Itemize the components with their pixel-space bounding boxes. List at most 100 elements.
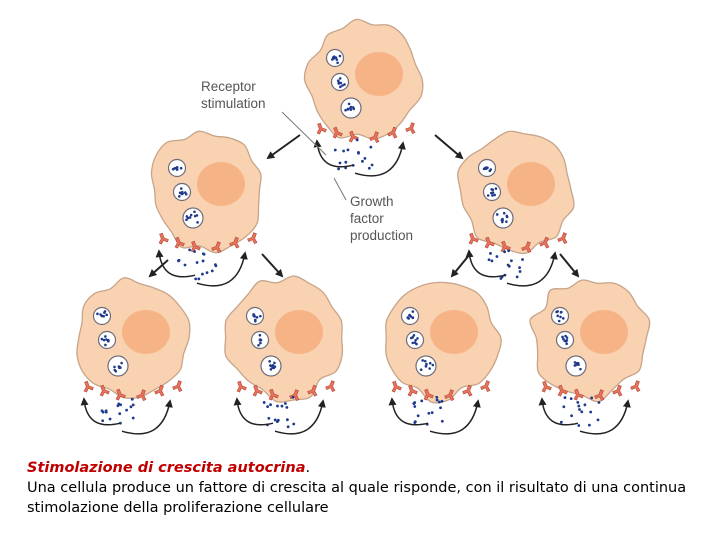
growth-factor-dot bbox=[487, 258, 491, 262]
receptor-icon bbox=[332, 126, 343, 139]
receptor-leader-line bbox=[281, 111, 327, 156]
cell-2a bbox=[150, 130, 262, 287]
growth-factor-dot bbox=[577, 404, 581, 408]
growth-factor-dot bbox=[521, 258, 524, 261]
cell-3d bbox=[529, 279, 651, 435]
growth-factor-dot bbox=[101, 419, 105, 423]
growth-factor-dot bbox=[342, 149, 346, 153]
division-arrow bbox=[261, 253, 284, 278]
receptor-icon bbox=[307, 384, 318, 397]
growth-factor-dot bbox=[118, 412, 122, 416]
growth-factor-dot bbox=[435, 395, 439, 399]
growth-factor-dot bbox=[506, 263, 510, 267]
growth-factor-dot bbox=[201, 272, 204, 276]
growth-factor-dot bbox=[101, 410, 105, 414]
caption-title-period: . bbox=[305, 460, 311, 476]
growth-factor-dot bbox=[188, 248, 191, 252]
growth-factor-dot bbox=[569, 397, 573, 400]
autocrine-arrow bbox=[429, 399, 481, 435]
growth-factor-dot bbox=[577, 424, 581, 427]
receptor-icon bbox=[557, 384, 568, 397]
receptor-icon bbox=[158, 232, 169, 245]
autocrine-arrow bbox=[274, 399, 326, 435]
growth-factor-dot bbox=[437, 400, 441, 404]
autocrine-arrow bbox=[388, 397, 429, 426]
receptor-icon bbox=[211, 241, 222, 254]
growth-factor-dot bbox=[125, 408, 129, 412]
receptor-icon bbox=[407, 384, 418, 397]
growth-factor-dot bbox=[284, 402, 287, 405]
nucleus bbox=[197, 162, 245, 206]
growth-factor-dot bbox=[213, 263, 217, 267]
growth-factor-dot bbox=[559, 420, 563, 424]
division-arrow bbox=[148, 259, 169, 278]
growth-factor-dot bbox=[413, 405, 417, 408]
growth-factor-dot bbox=[440, 399, 444, 403]
receptor-icon bbox=[247, 232, 258, 245]
autocrine-arrow bbox=[233, 397, 274, 426]
growth-factor-dot bbox=[518, 270, 522, 273]
cell-3a bbox=[76, 277, 191, 435]
receptor-icon bbox=[557, 232, 568, 245]
receptor-icon bbox=[423, 388, 434, 401]
growth-factor-dot bbox=[262, 401, 266, 404]
growth-factor-dot bbox=[286, 425, 290, 429]
growth-factor-dot bbox=[367, 166, 371, 170]
growth-factor-dot bbox=[194, 277, 198, 281]
division-arrow bbox=[266, 134, 301, 160]
growth-factor-dot bbox=[589, 410, 593, 414]
receptor-icon bbox=[236, 380, 247, 393]
growth-factor-dot bbox=[570, 414, 573, 418]
growth-leader-line bbox=[333, 177, 347, 201]
receptor-icon bbox=[500, 240, 511, 253]
division-arrow bbox=[434, 134, 464, 160]
growth-factor-dot bbox=[275, 420, 279, 424]
receptor-icon bbox=[630, 380, 641, 393]
growth-factor-dot bbox=[205, 271, 209, 275]
growth-factor-production-label: Growth factor production bbox=[350, 194, 414, 243]
receptor-icon bbox=[387, 126, 398, 139]
growth-factor-dot bbox=[285, 406, 289, 409]
receptor-icon bbox=[468, 232, 479, 245]
autocrine-arrow bbox=[506, 251, 558, 287]
nucleus bbox=[275, 310, 323, 354]
autocrine-arrow bbox=[354, 141, 406, 177]
growth-factor-dot bbox=[197, 277, 201, 281]
growth-factor-dot bbox=[587, 423, 591, 427]
growth-factor-dot bbox=[580, 410, 584, 414]
receptor-icon bbox=[444, 389, 455, 402]
growth-factor-dot bbox=[344, 160, 348, 164]
growth-factor-dot bbox=[104, 409, 108, 413]
growth-factor-dot bbox=[266, 405, 270, 409]
autocrine-arrow bbox=[196, 251, 248, 287]
receptor-icon bbox=[154, 384, 165, 397]
receptor-icon bbox=[325, 380, 336, 393]
growth-factor-dot bbox=[413, 401, 417, 404]
growth-factor-dot bbox=[210, 269, 214, 273]
growth-factor-dot bbox=[430, 411, 434, 415]
receptor-icon bbox=[174, 236, 185, 249]
growth-factor-dot bbox=[562, 405, 566, 409]
receptor-icon bbox=[268, 388, 279, 401]
receptor-icon bbox=[484, 236, 495, 249]
growth-factor-dot bbox=[413, 420, 417, 424]
nucleus bbox=[580, 310, 628, 354]
cell-3b bbox=[224, 275, 344, 435]
growth-factor-dot bbox=[490, 259, 494, 263]
growth-factor-dot bbox=[280, 404, 284, 408]
autocrine-diagram bbox=[76, 18, 651, 435]
growth-factor-dot bbox=[440, 419, 444, 423]
growth-factor-dot bbox=[510, 259, 513, 263]
growth-factor-dot bbox=[193, 250, 197, 253]
autocrine-arrow bbox=[579, 399, 631, 435]
receptor-icon bbox=[172, 380, 183, 393]
growth-factor-dot bbox=[177, 259, 180, 263]
receptor-icon bbox=[83, 380, 94, 393]
receptor-icon bbox=[539, 236, 550, 249]
growth-factor-dot bbox=[578, 408, 581, 411]
receptor-icon bbox=[480, 380, 491, 393]
receptor-stimulation-label: Receptor stimulation bbox=[201, 79, 266, 111]
receptor-icon bbox=[136, 389, 147, 402]
growth-factor-dot bbox=[355, 138, 359, 142]
autocrine-arrow bbox=[465, 249, 506, 278]
